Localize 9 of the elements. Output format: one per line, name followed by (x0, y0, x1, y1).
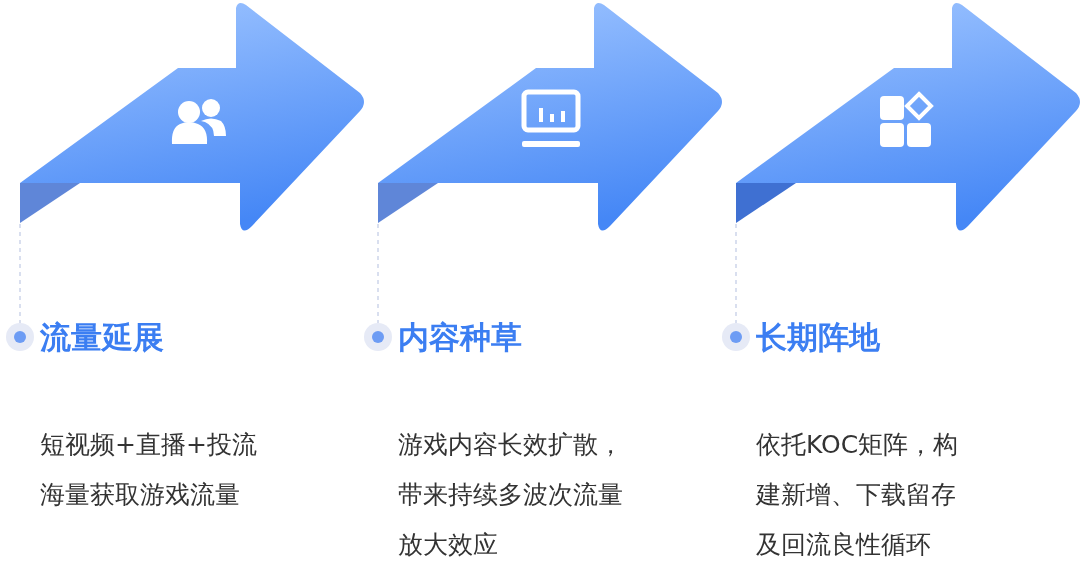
dashed-connector (377, 223, 379, 324)
step-heading: 长期阵地 (756, 318, 880, 357)
step-description: 依托KOC矩阵，构建新增、下载留存及回流良性循环 (756, 429, 960, 561)
dashed-connector (19, 223, 21, 324)
step-description: 短视频+直播+投流海量获取游戏流量 (40, 429, 258, 511)
step-heading: 流量延展 (40, 318, 164, 357)
dashed-connector (735, 223, 737, 324)
step-heading: 内容种草 (398, 318, 522, 357)
step-description: 游戏内容长效扩散，带来持续多波次流量放大效应 (398, 429, 624, 561)
